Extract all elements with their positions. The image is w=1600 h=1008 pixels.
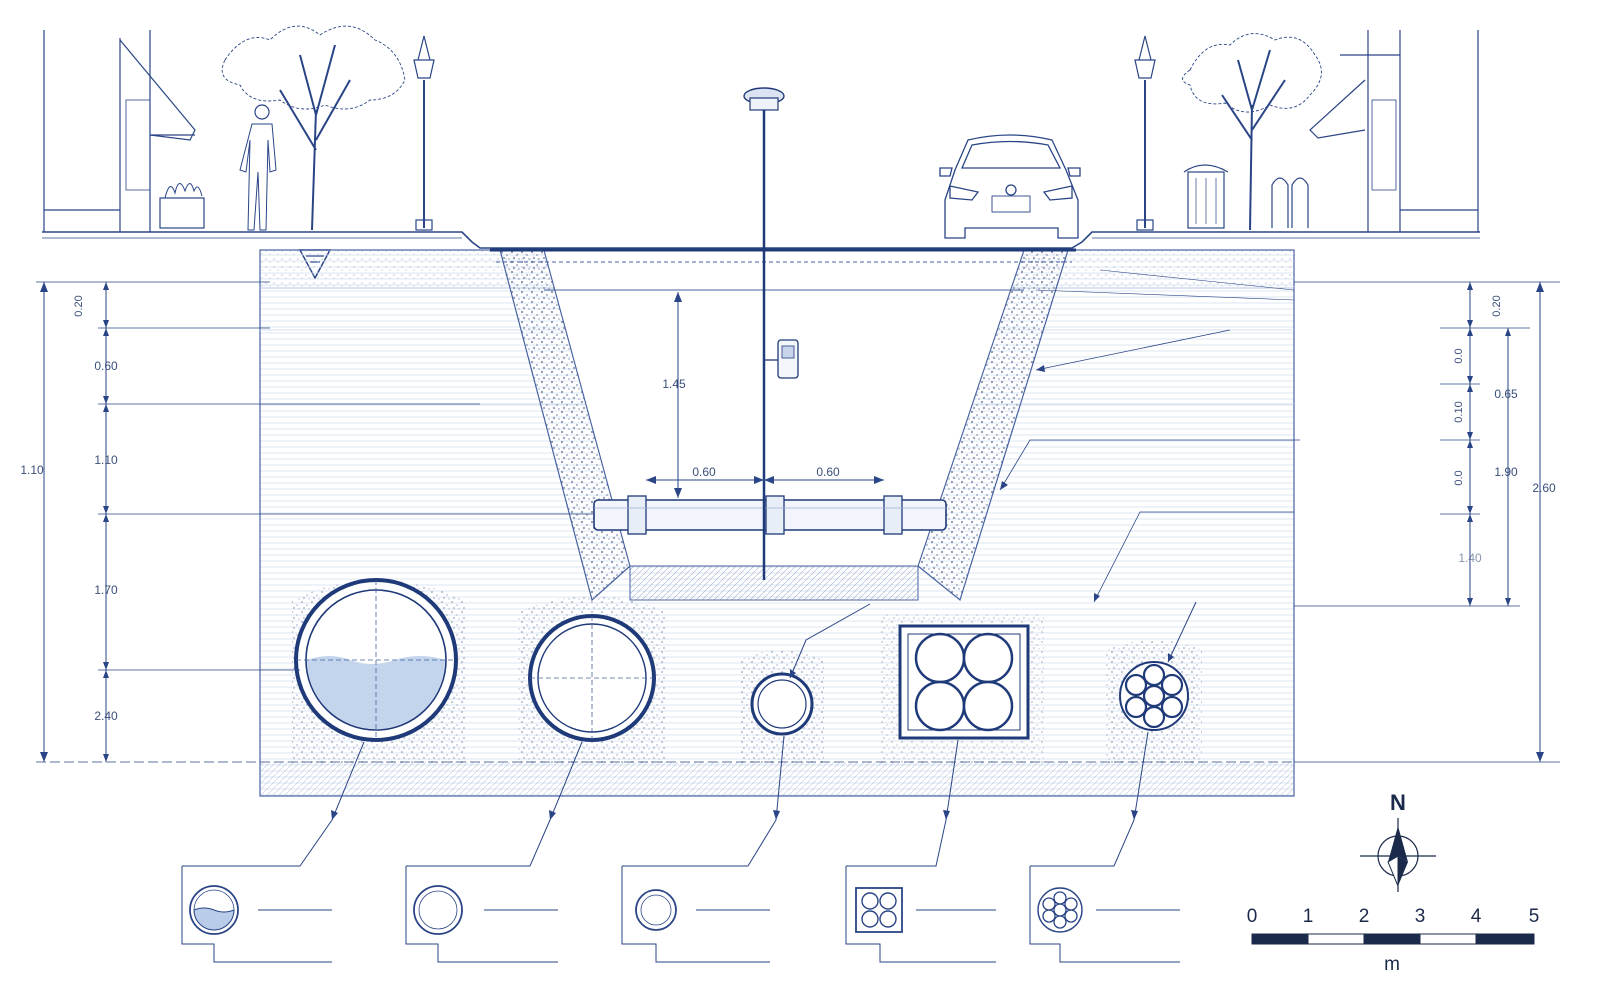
- detail-empty-pipe: [405, 866, 558, 963]
- planter-icon: [159, 183, 205, 229]
- dim-right-mid-1: 1.90: [1494, 465, 1518, 479]
- tree-icon: [221, 25, 406, 231]
- dim-left-seg-2: 1.10: [94, 453, 118, 467]
- scale-tick-4: 4: [1471, 906, 1482, 927]
- dim-trench-half-right: 0.60: [816, 465, 840, 479]
- arrowheads: [40, 282, 1544, 820]
- scale-tick-0: 0: [1247, 906, 1258, 927]
- dim-left-seg-3: 1.70: [94, 583, 118, 597]
- pipe-partially-filled-icon: [294, 578, 458, 742]
- detail-duct-bank: [845, 866, 996, 963]
- dimension-lines: [36, 269, 1560, 867]
- street-scene: [42, 25, 1480, 280]
- right-building: [1309, 30, 1479, 232]
- detail-water-pipe: [181, 866, 332, 963]
- dim-right-inner-1: 0.0: [1453, 348, 1465, 363]
- detail-cable-bundle: [1029, 866, 1180, 963]
- buried-utilities: [292, 578, 1202, 764]
- left-building: [43, 30, 196, 232]
- dim-left-seg-4: 2.40: [94, 709, 118, 723]
- dim-right-mid-0: 0.65: [1494, 387, 1518, 401]
- scale-unit: m: [1384, 954, 1400, 975]
- dim-right-total: 2.60: [1532, 481, 1556, 495]
- street-lamp-icon: [1134, 35, 1156, 231]
- tree-icon: [1182, 33, 1322, 231]
- car-icon: [939, 134, 1081, 239]
- dim-trench-depth: 1.45: [662, 377, 686, 391]
- scale-tick-2: 2: [1359, 906, 1370, 927]
- quad-conduit-icon: [898, 624, 1030, 740]
- dim-right-inner-3: 0.0: [1453, 470, 1465, 485]
- cable-bundle-icon: [1119, 661, 1189, 731]
- trench-pipe: [593, 495, 947, 535]
- dim-right-inner-2: 0.10: [1453, 401, 1465, 422]
- dim-left-total: 1.10: [20, 463, 44, 477]
- scale-bar: 0 1 2 3 4 5 m: [1247, 906, 1540, 975]
- trench: [490, 87, 1076, 602]
- trash-bin-icon: [1183, 164, 1229, 229]
- north-arrow-icon: N: [1360, 790, 1436, 892]
- pipe-small-icon: [750, 672, 814, 736]
- gps-survey-pole-icon: [743, 87, 799, 580]
- dim-right-inner-0: 0.20: [1491, 295, 1503, 316]
- scale-tick-5: 5: [1529, 906, 1540, 927]
- scale-tick-3: 3: [1415, 906, 1426, 927]
- bike-rack-icon: [1271, 177, 1309, 228]
- detail-callouts: [181, 866, 1180, 963]
- dim-trench-half-left: 0.60: [692, 465, 716, 479]
- north-label: N: [1390, 790, 1406, 815]
- detail-small-pipe: [621, 866, 770, 963]
- pedestrian-icon: [239, 104, 277, 231]
- dim-left-seg-1: 0.60: [94, 359, 118, 373]
- dim-left-seg-0: 0.20: [73, 295, 85, 316]
- pipe-empty-icon: [528, 614, 656, 742]
- dim-right-inner-4: 1.40: [1458, 551, 1482, 565]
- dimension-labels: 1.10 0.20 0.60 1.10 1.70 2.40 1.45 0.60 …: [20, 295, 1556, 723]
- street-lamp-icon: [413, 35, 435, 231]
- scale-tick-1: 1: [1303, 906, 1314, 927]
